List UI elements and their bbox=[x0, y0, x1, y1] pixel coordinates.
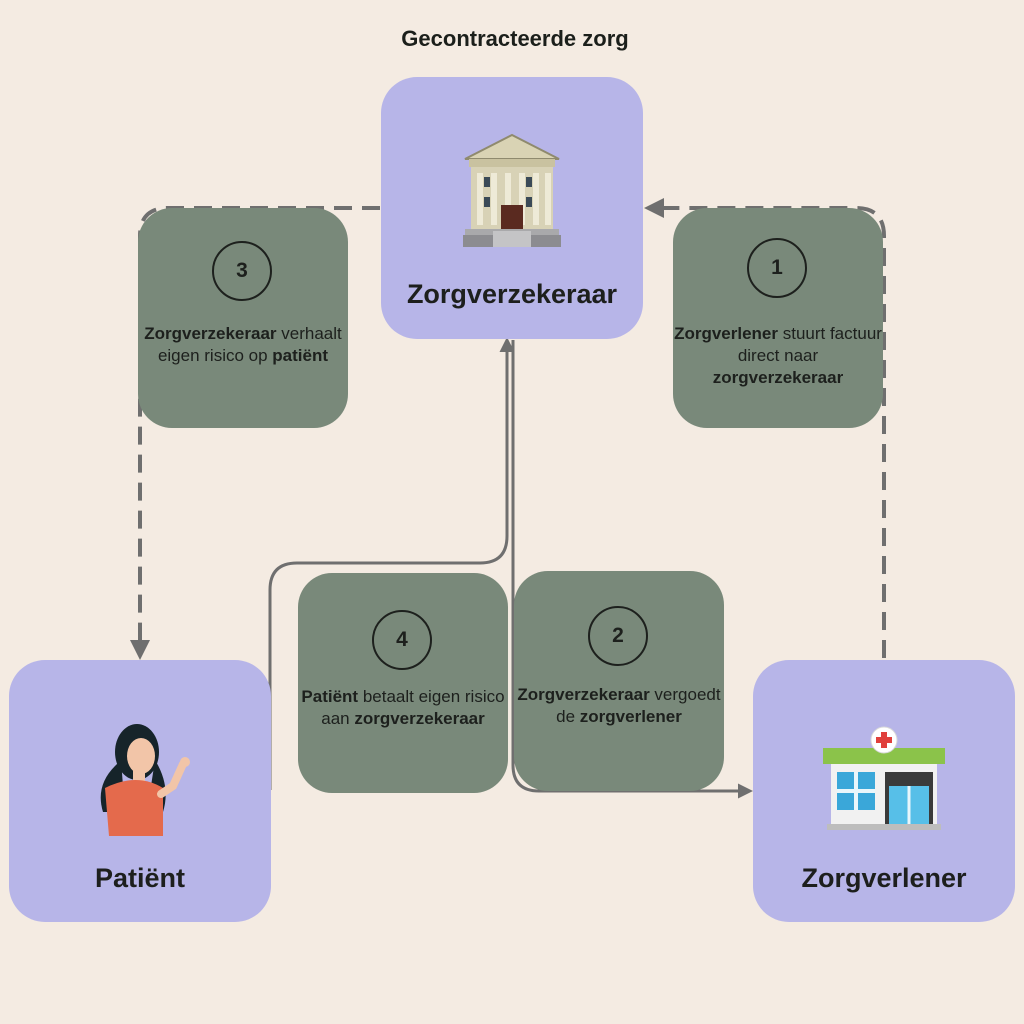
step-text-run: Zorgverlener bbox=[674, 324, 778, 343]
step-4-text: Patiënt betaalt eigen risico aan zorgver… bbox=[298, 686, 508, 730]
patient-node: Patiënt bbox=[9, 660, 271, 922]
step-2-number: 2 bbox=[588, 606, 648, 666]
step-2-text: Zorgverzekeraar vergoedt de zorgverlener bbox=[514, 684, 724, 728]
connector-step-1 bbox=[644, 198, 886, 658]
step-2-card: 2 Zorgverzekeraar vergoedt de zorgverlen… bbox=[514, 571, 724, 791]
step-3-card: 3 Zorgverzekeraar verhaalt eigen risico … bbox=[138, 208, 348, 428]
step-4-card: 4 Patiënt betaalt eigen risico aan zorgv… bbox=[298, 573, 508, 793]
connector-step-4 bbox=[268, 337, 515, 790]
woman-waving-icon bbox=[100, 724, 190, 836]
step-1-text: Zorgverlener stuurt factuur direct naar … bbox=[673, 323, 883, 389]
step-1-card: 1 Zorgverlener stuurt factuur direct naa… bbox=[673, 208, 883, 428]
step-text-run: vergoedt de bbox=[556, 685, 721, 726]
provider-label: Zorgverlener bbox=[801, 863, 967, 893]
step-text-run: zorgverzekeraar bbox=[712, 368, 844, 387]
step-1-number: 1 bbox=[747, 238, 807, 298]
step-text-run: verhaalt eigen risico op bbox=[157, 324, 342, 365]
step-text-run: betaalt eigen risico aan bbox=[321, 687, 505, 728]
step-3-text: Zorgverzekeraar verhaalt eigen risico op… bbox=[138, 323, 348, 367]
insurer-label: Zorgverzekeraar bbox=[406, 279, 618, 309]
step-text-run: patiënt bbox=[272, 346, 329, 365]
diagram-title: Gecontracteerde zorg bbox=[401, 26, 629, 51]
step-3-number: 3 bbox=[212, 241, 272, 301]
step-text-run: Zorgverzekeraar bbox=[517, 685, 650, 704]
step-text-run: stuurt factuur direct naar bbox=[737, 324, 882, 365]
step-text-run: Patiënt bbox=[301, 687, 359, 706]
insurer-node: Zorgverzekeraar bbox=[381, 77, 643, 339]
clinic-building-icon bbox=[823, 726, 945, 830]
patient-label: Patiënt bbox=[94, 863, 186, 893]
step-text-run: Zorgverzekeraar bbox=[144, 324, 277, 343]
connector-step-2 bbox=[511, 340, 753, 799]
step-4-number: 4 bbox=[372, 610, 432, 670]
step-text-run: zorgverzekeraar bbox=[354, 709, 485, 728]
step-text-run: zorgverlener bbox=[579, 707, 682, 726]
bank-building-icon bbox=[463, 133, 561, 247]
provider-node: Zorgverlener bbox=[753, 660, 1015, 922]
